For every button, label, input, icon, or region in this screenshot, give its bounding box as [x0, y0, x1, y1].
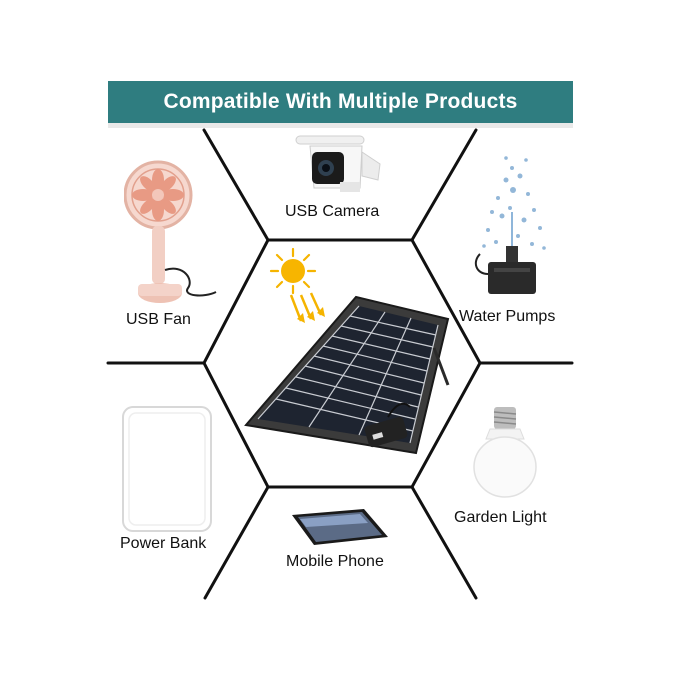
label-usb-fan: USB Fan: [126, 311, 191, 328]
banner-title: Compatible With Multiple Products: [163, 90, 518, 113]
label-power-bank: Power Bank: [120, 535, 207, 552]
label-mobile-phone: Mobile Phone: [286, 553, 384, 570]
usb-fan-image: [124, 160, 217, 303]
title-banner: Compatible With Multiple Products: [108, 81, 573, 128]
usb-camera-image: [295, 135, 381, 192]
power-bank-image: [122, 406, 212, 532]
solar-panel-image: [244, 295, 450, 455]
mobile-phone-image: [292, 509, 388, 545]
garden-light-bulb-image: [473, 407, 537, 498]
sun-icon: [269, 247, 325, 323]
water-pump-image: [474, 156, 546, 294]
label-garden-light: Garden Light: [454, 509, 547, 526]
label-water-pumps: Water Pumps: [459, 308, 556, 325]
label-usb-camera: USB Camera: [285, 203, 380, 220]
